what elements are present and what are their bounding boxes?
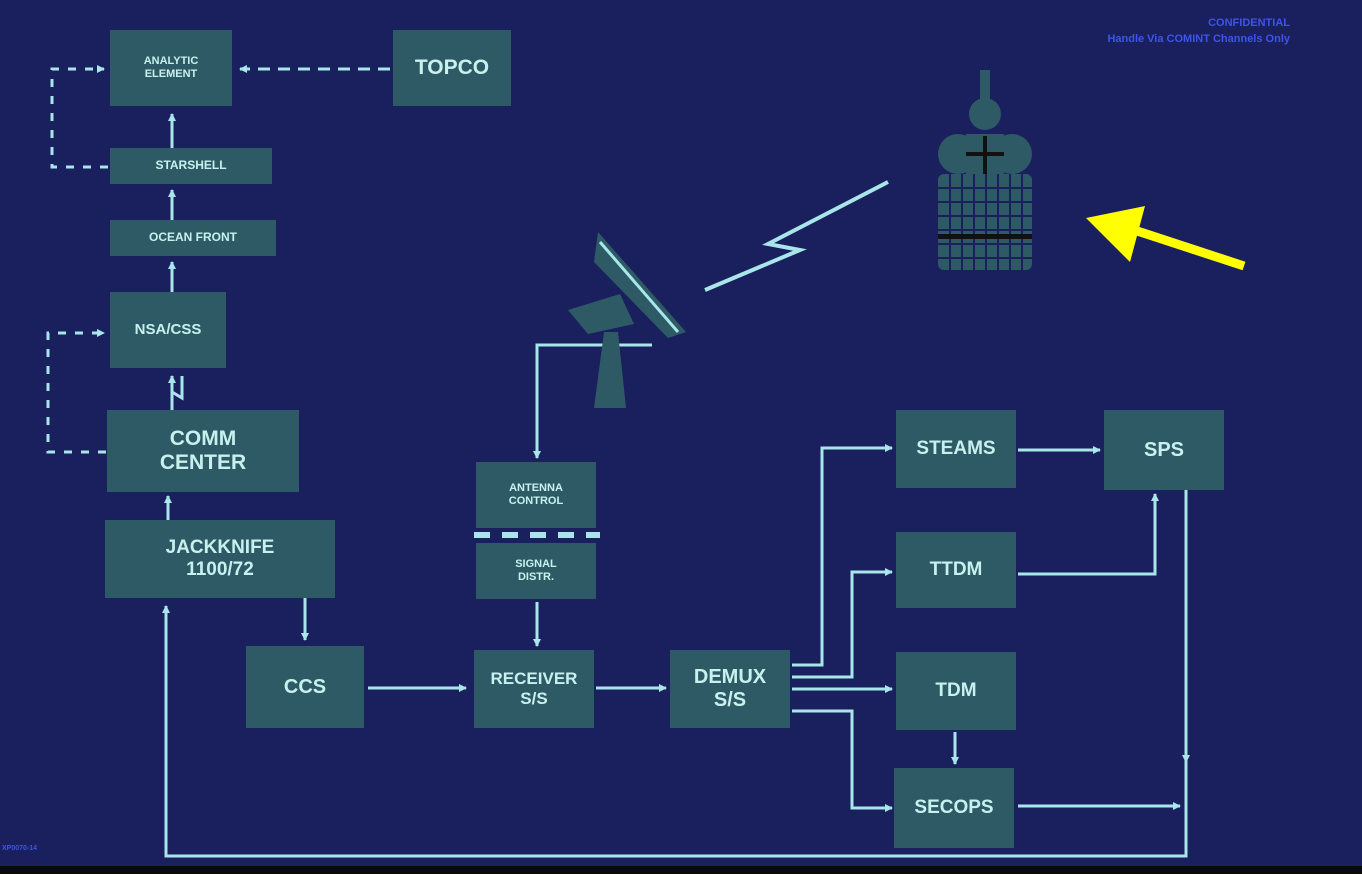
starshell-box: STARSHELL: [110, 148, 272, 184]
starshell-loop-arrow: [50, 65, 108, 169]
comm-center-box: COMM CENTER: [107, 410, 299, 492]
demux-to-secops-arrow: [792, 709, 893, 812]
demux-to-steams-arrow: [792, 444, 893, 667]
antenna-control-box: ANTENNA CONTROL: [476, 462, 596, 528]
radio-link-bolt: [704, 180, 889, 292]
ccs-box: CCS: [246, 646, 364, 728]
comm-loop-arrow: [46, 329, 106, 454]
analytic-element-box: ANALYTIC ELEMENT: [110, 30, 232, 106]
tdm-box: TDM: [896, 652, 1016, 730]
satellite-icon: [938, 70, 1032, 270]
footer-code: XP0070-14: [2, 845, 38, 852]
classification-marking: CONFIDENTIAL Handle Via COMINT Channels …: [960, 16, 1290, 48]
topco-box: TOPCO: [393, 30, 511, 106]
jackknife-box: JACKKNIFE 1100/72: [105, 520, 335, 598]
secops-box: SECOPS: [894, 768, 1014, 848]
pointer-arrow: [1086, 206, 1246, 271]
ttdm-to-sps-arrow: [1018, 493, 1159, 576]
demux-to-ttdm-arrow: [792, 568, 893, 679]
receiver-box: RECEIVER S/S: [474, 650, 594, 728]
return-to-jackknife-arrow: [162, 605, 1188, 858]
classification-line-1: CONFIDENTIAL: [1208, 17, 1290, 29]
comm-to-nsa-link: [170, 376, 184, 410]
demux-box: DEMUX S/S: [670, 650, 790, 728]
steams-box: STEAMS: [896, 410, 1016, 488]
signal-distr-box: SIGNAL DISTR.: [476, 543, 596, 599]
classification-line-2: Handle Via COMINT Channels Only: [1107, 32, 1290, 45]
ttdm-box: TTDM: [896, 532, 1016, 608]
nsa-css-box: NSA/CSS: [110, 292, 226, 368]
ocean-front-box: OCEAN FRONT: [110, 220, 276, 256]
bottom-border: [0, 866, 1362, 874]
sps-box: SPS: [1104, 410, 1224, 490]
satellite-dish-icon: [568, 232, 686, 408]
